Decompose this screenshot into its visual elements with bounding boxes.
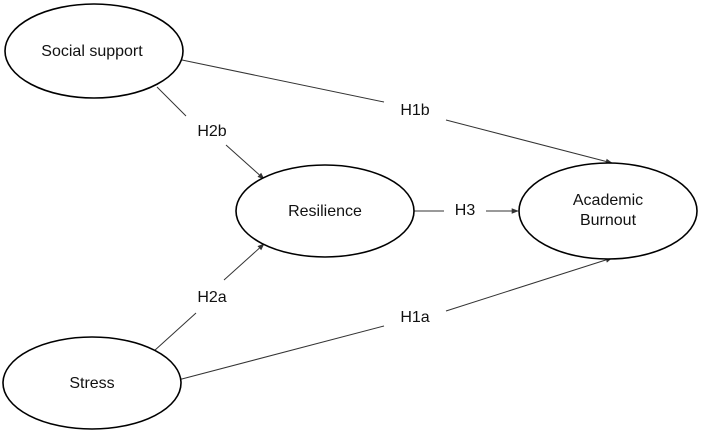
edge-stress-resilience	[153, 312, 197, 352]
edge-socialsupport-burnout-arrow	[445, 119, 613, 165]
h2b-label: H2b	[197, 123, 226, 140]
resilience-label: Resilience	[288, 203, 362, 220]
academic-burnout-label-line1: Academic	[573, 192, 643, 209]
node-social-support: Social support	[4, 3, 184, 99]
node-resilience: Resilience	[235, 164, 415, 258]
node-stress: Stress	[2, 336, 182, 430]
h3-label: H3	[455, 202, 476, 219]
edge-stress-burnout	[177, 325, 385, 381]
edge-stress-burnout-arrow	[445, 257, 613, 312]
academic-burnout-label-line2: Burnout	[580, 212, 637, 229]
social-support-label: Social support	[41, 43, 143, 60]
edge-socialsupport-burnout	[181, 59, 385, 103]
h1b-label: H1b	[400, 102, 429, 119]
h2a-label: H2a	[197, 289, 226, 306]
edge-stress-resilience-arrow	[223, 243, 265, 281]
node-academic-burnout: Academic Burnout	[518, 162, 698, 260]
edge-socialsupport-resilience-arrow	[225, 144, 265, 180]
h1a-label: H1a	[400, 309, 429, 326]
stress-label: Stress	[69, 375, 114, 392]
edge-socialsupport-resilience	[156, 86, 187, 117]
